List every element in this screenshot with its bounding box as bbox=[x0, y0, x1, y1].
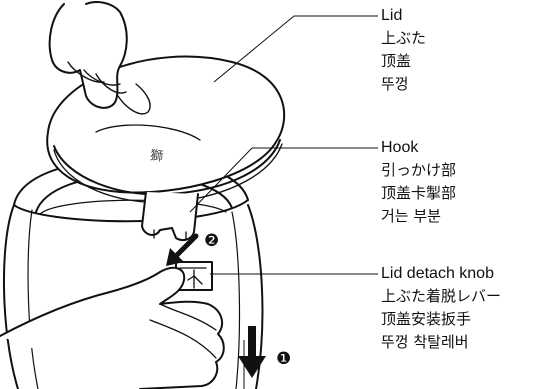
lid-leader-line bbox=[213, 15, 378, 83]
step-2-marker: ❷ bbox=[204, 231, 219, 251]
step-1-marker: ❶ bbox=[276, 349, 291, 369]
callout-hook: Hook 引っかけ部 顶盖卡掣部 거는 부분 bbox=[381, 136, 456, 228]
callout-knob-ja: 上ぶた着脱レバー bbox=[381, 287, 502, 305]
callout-lid-ko: 뚜껑 bbox=[381, 75, 409, 93]
callout-hook-ja: 引っかけ部 bbox=[381, 161, 457, 179]
step-2-arrow bbox=[166, 233, 199, 266]
hook-tab bbox=[141, 191, 199, 241]
callout-knob-zh: 顶盖安装扳手 bbox=[381, 310, 472, 328]
step-1-arrow bbox=[238, 326, 266, 378]
callout-knob-en: Lid detach knob bbox=[381, 265, 494, 282]
hook-leader-line bbox=[189, 147, 378, 213]
lower-hand bbox=[0, 266, 225, 389]
callout-hook-ko: 거는 부분 bbox=[381, 207, 441, 225]
callout-lid-en: Lid bbox=[381, 7, 403, 24]
upper-hand bbox=[48, 1, 151, 115]
callout-lid-ja: 上ぶた bbox=[381, 29, 427, 47]
callout-hook-en: Hook bbox=[381, 139, 419, 156]
callout-hook-zh: 顶盖卡掣部 bbox=[381, 184, 457, 202]
callout-knob-ko: 뚜껑 착탈레버 bbox=[381, 333, 469, 351]
callout-lid-zh: 顶盖 bbox=[381, 52, 412, 70]
callout-lid-detach-knob: Lid detach knob 上ぶた着脱レバー 顶盖安装扳手 뚜껑 착탈레버 bbox=[381, 262, 501, 354]
lid-emblem: 獅 bbox=[149, 148, 164, 165]
callout-lid: Lid 上ぶた 顶盖 뚜껑 bbox=[381, 4, 426, 96]
